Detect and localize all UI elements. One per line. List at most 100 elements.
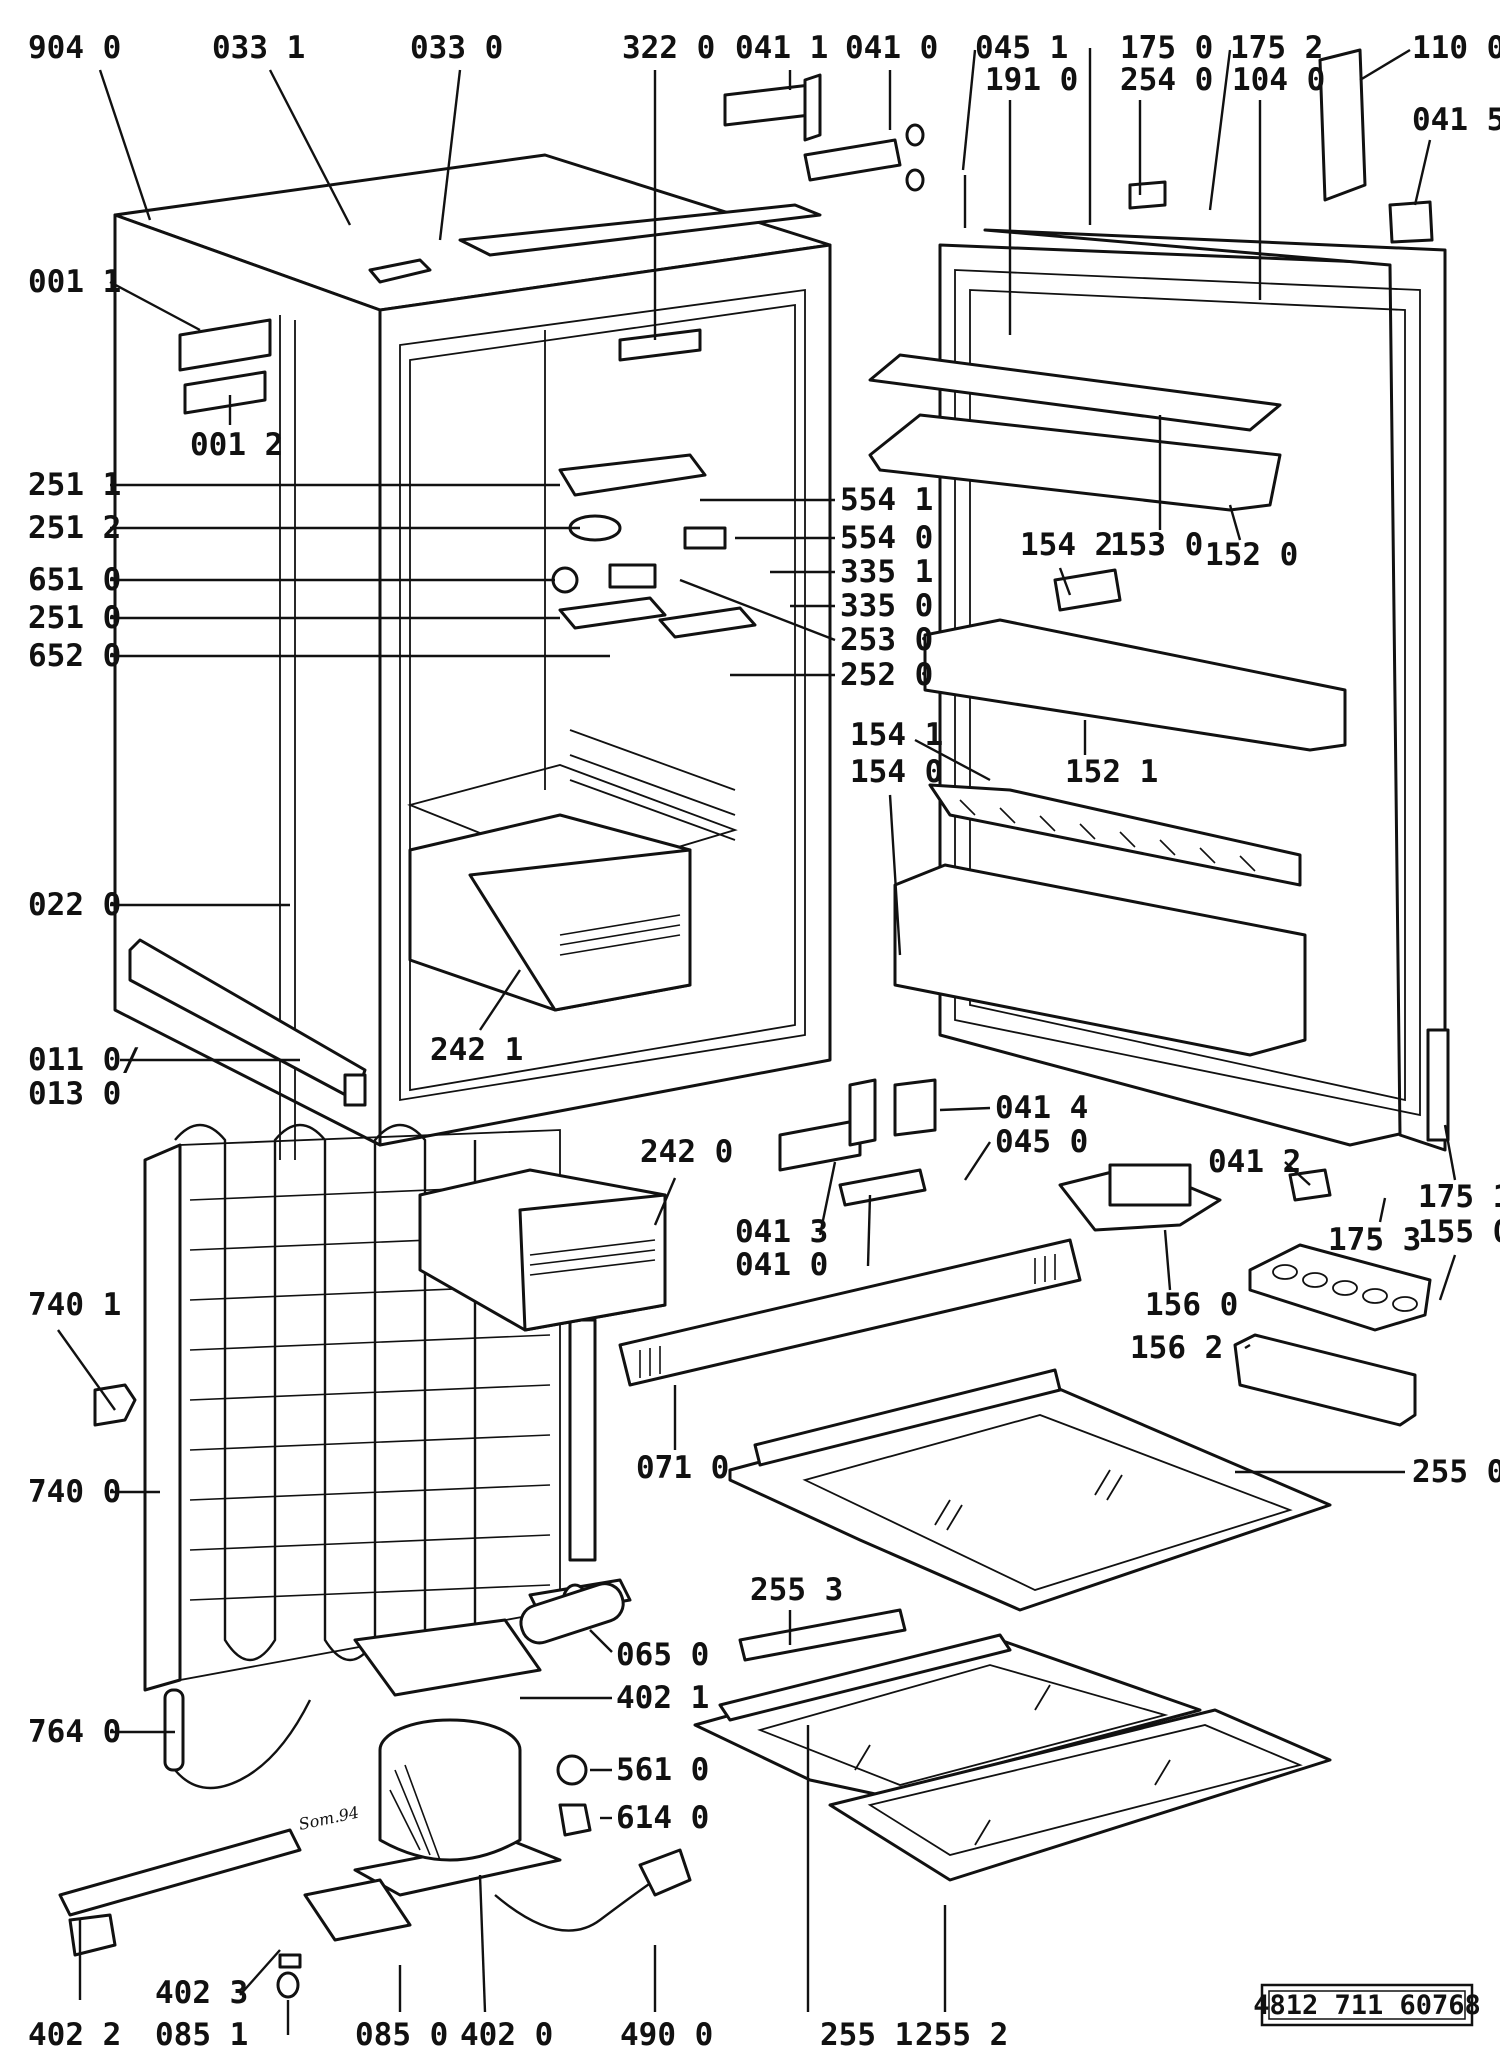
- egg-tray-cups: [1272, 1264, 1418, 1312]
- callout-label-561-0: 561 0: [616, 1752, 709, 1788]
- callout-label-041-1: 041 1: [735, 30, 828, 66]
- callout-label-652-0: 652 0: [28, 638, 121, 674]
- callout-label-322-0: 322 0: [622, 30, 715, 66]
- callout-label-614-0: 614 0: [616, 1800, 709, 1836]
- callout-label-041-3: 041 3: [735, 1214, 828, 1250]
- leader-line-156-0: [1163, 1229, 1172, 1291]
- callout-label-402-1: 402 1: [616, 1680, 709, 1716]
- leader-line-033-1: [268, 69, 352, 226]
- leader-line-904-0: [98, 69, 152, 221]
- leader-line-242-0: [653, 1177, 677, 1226]
- callout-label-255-0: 255 0: [1412, 1454, 1500, 1490]
- drawing-reference: 4812 711 60768: [1253, 1990, 1481, 2021]
- callout-label-110-0: 110 0: [1412, 30, 1500, 66]
- leader-line-154-1: [914, 738, 991, 782]
- leader-line-242-1: [479, 969, 521, 1031]
- compressor-hatch: [389, 1764, 441, 1861]
- leader-line-152-0: [1228, 504, 1242, 541]
- callout-label-152-0: 152 0: [1205, 537, 1298, 573]
- callout-label-335-1: 335 1: [840, 554, 933, 590]
- callout-label-255-2: 255 2: [915, 2017, 1008, 2053]
- callout-label-740-1: 740 1: [28, 1287, 121, 1323]
- leader-line-041-3: [818, 1161, 837, 1236]
- callout-label-041-4: 041 4: [995, 1090, 1088, 1126]
- leader-line-041-4: [939, 1106, 991, 1112]
- crisper-hatch: [559, 914, 681, 956]
- callout-label-175-3: 175 3: [1328, 1222, 1421, 1258]
- drawing-reference-box: 4812 711 60768: [1253, 1983, 1481, 2027]
- callout-label-554-0: 554 0: [840, 520, 933, 556]
- leader-line-045-1: [961, 49, 977, 171]
- callout-label-154-2: 154 2: [1020, 527, 1113, 563]
- callout-label-175-0: 175 0: [1120, 30, 1213, 66]
- callout-label-011-0: 011 0/: [28, 1042, 140, 1078]
- leader-line-110-0: [1359, 48, 1411, 82]
- callout-label-041-0a: 041 0: [845, 30, 938, 66]
- callout-label-490-0: 490 0: [620, 2017, 713, 2053]
- callout-label-254-0: 254 0: [1120, 62, 1213, 98]
- rack-hatch: [959, 799, 1256, 872]
- leader-line-402-0: [478, 1874, 487, 2013]
- callout-label-242-1: 242 1: [430, 1032, 523, 1068]
- callout-label-001-2: 001 2: [190, 427, 283, 463]
- callout-label-071-0: 071 0: [636, 1450, 729, 1486]
- callout-label-041-0b: 041 0: [735, 1247, 828, 1283]
- callout-label-033-0: 033 0: [410, 30, 503, 66]
- callout-label-251-0: 251 0: [28, 600, 121, 636]
- callout-label-255-1: 255 1: [820, 2017, 913, 2053]
- callout-label-253-0: 253 0: [840, 622, 933, 658]
- callout-label-402-0: 402 0: [460, 2017, 553, 2053]
- callout-label-402-2: 402 2: [28, 2017, 121, 2053]
- callout-label-104-0: 104 0: [1232, 62, 1325, 98]
- callout-label-554-1: 554 1: [840, 482, 933, 518]
- vent-slots: [639, 1254, 1056, 1378]
- callout-label-156-0: 156 0: [1145, 1287, 1238, 1323]
- callout-label-764-0: 764 0: [28, 1714, 121, 1750]
- callout-label-154-1: 154 1: [850, 717, 943, 753]
- callout-label-251-2: 251 2: [28, 510, 121, 546]
- callout-label-085-1: 085 1: [155, 2017, 248, 2053]
- callout-label-740-0: 740 0: [28, 1474, 121, 1510]
- callout-label-045-1: 045 1: [975, 30, 1068, 66]
- door-assembly: [868, 48, 1450, 1152]
- callout-label-335-0: 335 0: [840, 588, 933, 624]
- leader-line-154-2: [1058, 567, 1072, 596]
- callout-label-041-2: 041 2: [1208, 1144, 1301, 1180]
- leader-line-001-1: [109, 280, 201, 332]
- callout-label-154-0: 154 0: [850, 754, 943, 790]
- leader-line-033-0: [438, 69, 462, 241]
- callout-label-155-0: 155 0: [1418, 1214, 1500, 1250]
- leader-line-156-2: [1244, 1343, 1251, 1350]
- callout-label-152-1: 152 1: [1065, 754, 1158, 790]
- callout-label-001-1: 001 1: [28, 264, 121, 300]
- callout-label-251-1: 251 1: [28, 467, 121, 503]
- leader-line-253-0: [679, 578, 836, 642]
- callout-label-085-0: 085 0: [355, 2017, 448, 2053]
- callout-label-402-3: 402 3: [155, 1975, 248, 2011]
- leader-line-154-0: [888, 794, 902, 956]
- leader-line-045-0: [963, 1141, 992, 1181]
- hinge-brackets: [723, 73, 967, 228]
- leader-lines: [57, 48, 1457, 2035]
- leader-line-175-1: [1443, 1124, 1457, 1181]
- lower-hinge-group: [418, 1078, 1432, 1427]
- callout-label-013-0: 013 0: [28, 1076, 121, 1112]
- callout-label-255-3: 255 3: [750, 1572, 843, 1608]
- leader-line-041-5: [1413, 139, 1432, 206]
- signature-mark: Som.94: [297, 1803, 361, 1834]
- callout-label-041-5: 041 5: [1412, 102, 1500, 138]
- callout-label-191-0: 191 0: [985, 62, 1078, 98]
- callout-label-242-0: 242 0: [640, 1134, 733, 1170]
- callout-label-153-0: 153 0: [1110, 527, 1203, 563]
- leader-line-041-0b: [866, 1194, 872, 1267]
- callout-label-065-0: 065 0: [616, 1637, 709, 1673]
- leader-line-155-0: [1438, 1254, 1457, 1301]
- callout-label-175-2: 175 2: [1230, 30, 1323, 66]
- leader-line-041-2: [1284, 1161, 1311, 1186]
- callout-label-156-2: 156 2: [1130, 1330, 1223, 1366]
- leader-line-175-2: [1208, 49, 1232, 211]
- callout-label-045-0: 045 0: [995, 1124, 1088, 1160]
- callout-label-022-0: 022 0: [28, 887, 121, 923]
